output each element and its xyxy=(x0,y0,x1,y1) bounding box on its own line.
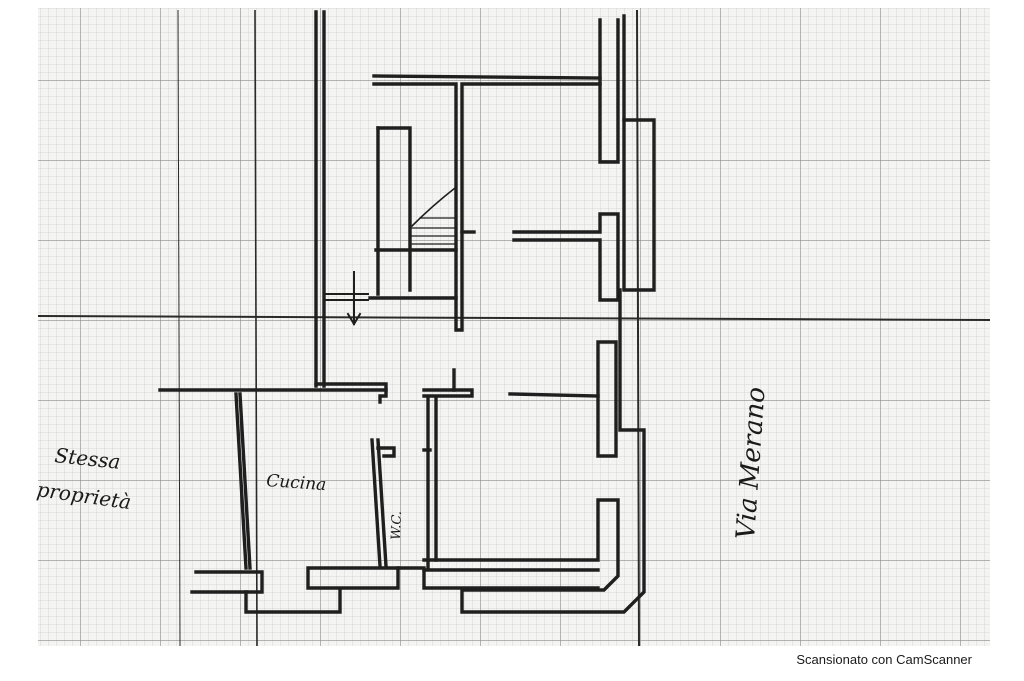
graph-paper-grid xyxy=(38,8,990,646)
label-kitchen: Cucina xyxy=(266,471,327,495)
label-wc: W.C. xyxy=(389,511,405,540)
scanner-credit: Scansionato con CamScanner xyxy=(796,652,972,667)
walls xyxy=(158,10,656,614)
reference-lines xyxy=(37,9,991,647)
